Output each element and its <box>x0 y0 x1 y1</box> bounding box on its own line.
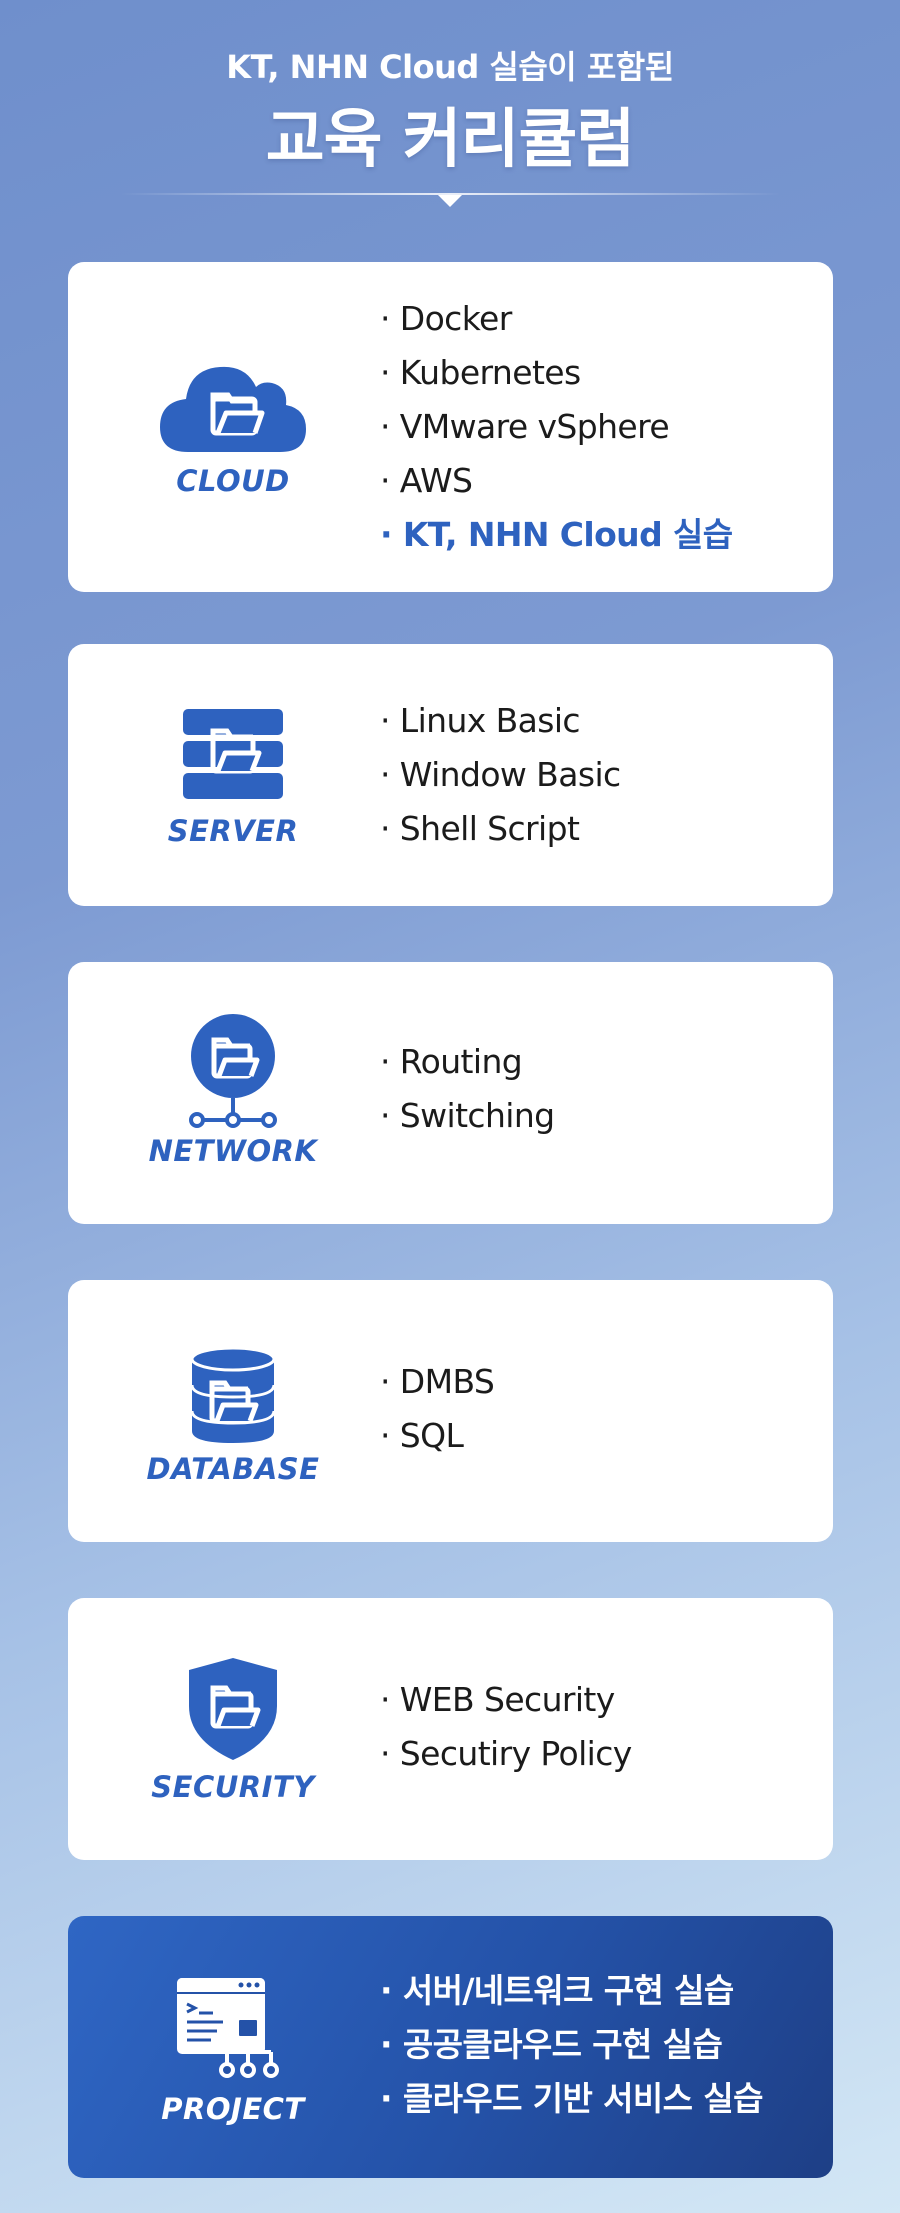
list-item: · WEB Security <box>380 1680 615 1719</box>
list-item: · Switching <box>380 1096 555 1135</box>
list-item: · Linux Basic <box>380 701 581 740</box>
section-label: DATABASE <box>146 1452 320 1486</box>
curriculum-card-security: SECURITY · WEB Security · Secutiry Polic… <box>68 1598 833 1860</box>
section-label: NETWORK <box>148 1134 318 1168</box>
list-item: · SQL <box>380 1416 464 1455</box>
card-icon-area: SERVER <box>68 644 398 906</box>
curriculum-card-server: SERVER · Linux Basic · Window Basic · Sh… <box>68 644 833 906</box>
item-list: · 서버/네트워크 구현 실습 · 공공클라우드 구현 실습 · 클라우드 기반… <box>380 1964 763 2126</box>
list-item: · Window Basic <box>380 755 621 794</box>
divider-arrow-icon <box>438 195 462 207</box>
list-item: · 공공클라우드 구현 실습 <box>380 2025 723 2064</box>
card-icon-area: NETWORK <box>68 962 398 1224</box>
item-list: · Linux Basic · Window Basic · Shell Scr… <box>380 694 621 856</box>
item-list: · Docker · Kubernetes · VMware vSphere ·… <box>380 292 733 562</box>
network-folder-icon <box>68 1012 398 1132</box>
server-folder-icon <box>68 707 398 803</box>
section-label: CLOUD <box>176 464 290 498</box>
header: KT, NHN Cloud 실습이 포함된 교육 커리큘럼 <box>0 0 900 210</box>
list-item: · Secutiry Policy <box>380 1734 632 1773</box>
project-window-icon <box>68 1976 398 2086</box>
cloud-folder-icon <box>68 357 398 457</box>
database-folder-icon <box>68 1345 398 1445</box>
card-icon-area: PROJECT <box>68 1916 398 2178</box>
card-icon-area: CLOUD <box>68 262 398 592</box>
page-title: 교육 커리큘럼 <box>265 103 636 177</box>
list-item: · Docker <box>380 299 512 338</box>
list-item: · Routing <box>380 1042 523 1081</box>
curriculum-card-network: NETWORK · Routing · Switching <box>68 962 833 1224</box>
list-item: · VMware vSphere <box>380 407 670 446</box>
curriculum-card-database: DATABASE · DMBS · SQL <box>68 1280 833 1542</box>
list-item-highlight: · KT, NHN Cloud 실습 <box>380 515 733 554</box>
item-list: · WEB Security · Secutiry Policy <box>380 1673 632 1781</box>
header-subtitle: KT, NHN Cloud 실습이 포함된 <box>226 48 674 86</box>
section-label: PROJECT <box>161 2092 305 2126</box>
list-item: · 서버/네트워크 구현 실습 <box>380 1971 734 2010</box>
list-item: · AWS <box>380 461 473 500</box>
curriculum-card-cloud: CLOUD · Docker · Kubernetes · VMware vSp… <box>68 262 833 592</box>
shield-folder-icon <box>68 1656 398 1762</box>
curriculum-card-project: PROJECT · 서버/네트워크 구현 실습 · 공공클라우드 구현 실습 ·… <box>68 1916 833 2178</box>
list-item: · Kubernetes <box>380 353 581 392</box>
list-item: · 클라우드 기반 서비스 실습 <box>380 2079 763 2118</box>
section-label: SECURITY <box>151 1770 315 1804</box>
list-item: · Shell Script <box>380 809 580 848</box>
item-list: · DMBS · SQL <box>380 1355 495 1463</box>
header-divider <box>120 193 780 195</box>
card-icon-area: DATABASE <box>68 1280 398 1542</box>
item-list: · Routing · Switching <box>380 1035 555 1143</box>
list-item: · DMBS <box>380 1362 495 1401</box>
section-label: SERVER <box>167 814 299 848</box>
card-icon-area: SECURITY <box>68 1598 398 1860</box>
